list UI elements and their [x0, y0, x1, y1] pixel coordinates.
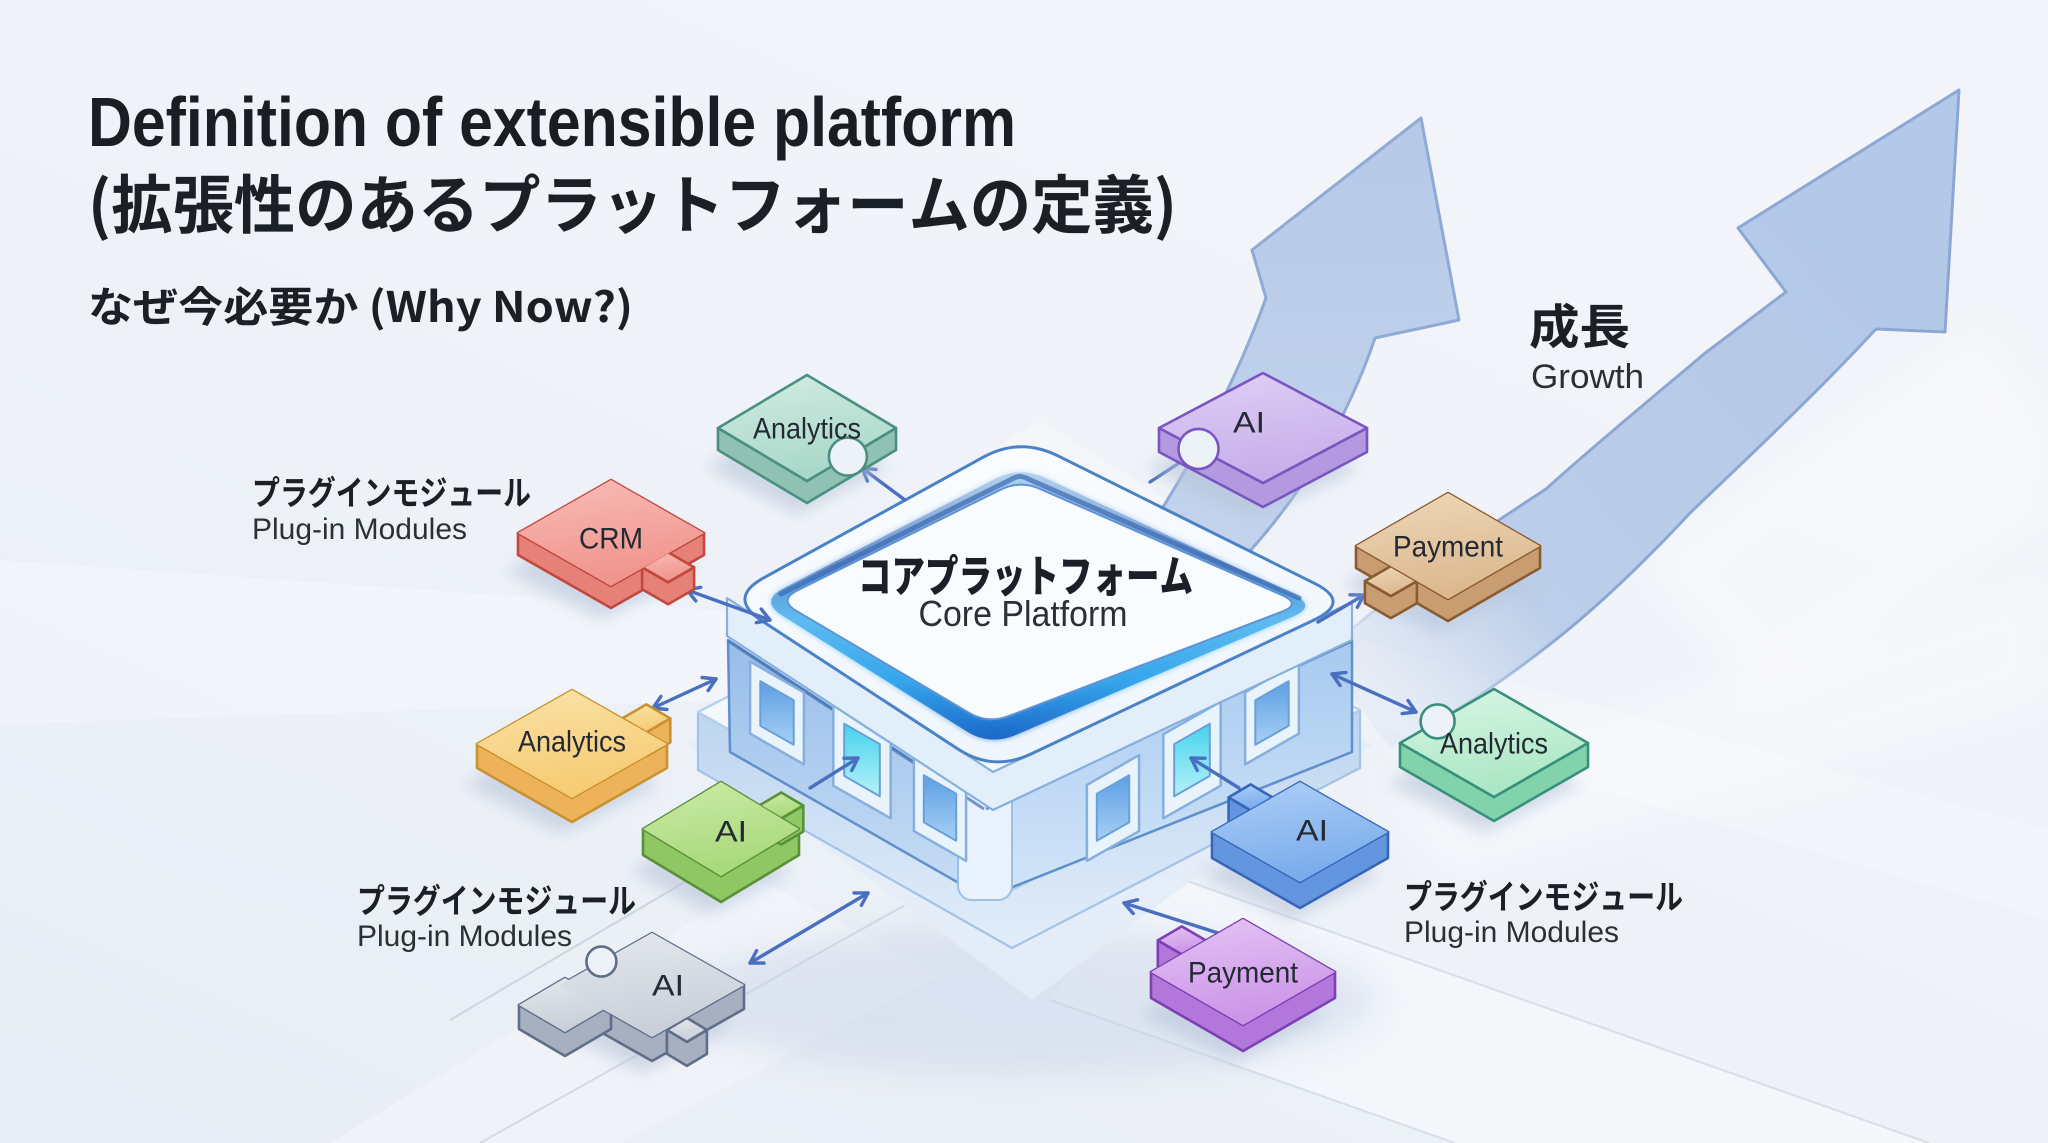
- svg-text:Payment: Payment: [1393, 531, 1504, 564]
- svg-text:Plug-in Modules: Plug-in Modules: [357, 920, 572, 953]
- svg-text:Analytics: Analytics: [518, 726, 626, 759]
- svg-text:AI: AI: [1233, 407, 1265, 440]
- svg-text:Analytics: Analytics: [1440, 728, 1548, 761]
- svg-text:Plug-in Modules: Plug-in Modules: [1404, 916, 1619, 949]
- svg-text:AI: AI: [1296, 815, 1328, 848]
- svg-text:CRM: CRM: [579, 523, 643, 556]
- svg-text:AI: AI: [715, 816, 747, 849]
- svg-text:Core Platform: Core Platform: [919, 593, 1128, 634]
- svg-text:Definition of extensible platf: Definition of extensible platform: [88, 83, 1016, 161]
- svg-text:Plug-in Modules: Plug-in Modules: [252, 513, 467, 546]
- svg-text:Growth: Growth: [1531, 358, 1644, 396]
- svg-text:AI: AI: [652, 970, 684, 1003]
- svg-text:Payment: Payment: [1188, 957, 1299, 990]
- svg-text:Analytics: Analytics: [753, 413, 861, 446]
